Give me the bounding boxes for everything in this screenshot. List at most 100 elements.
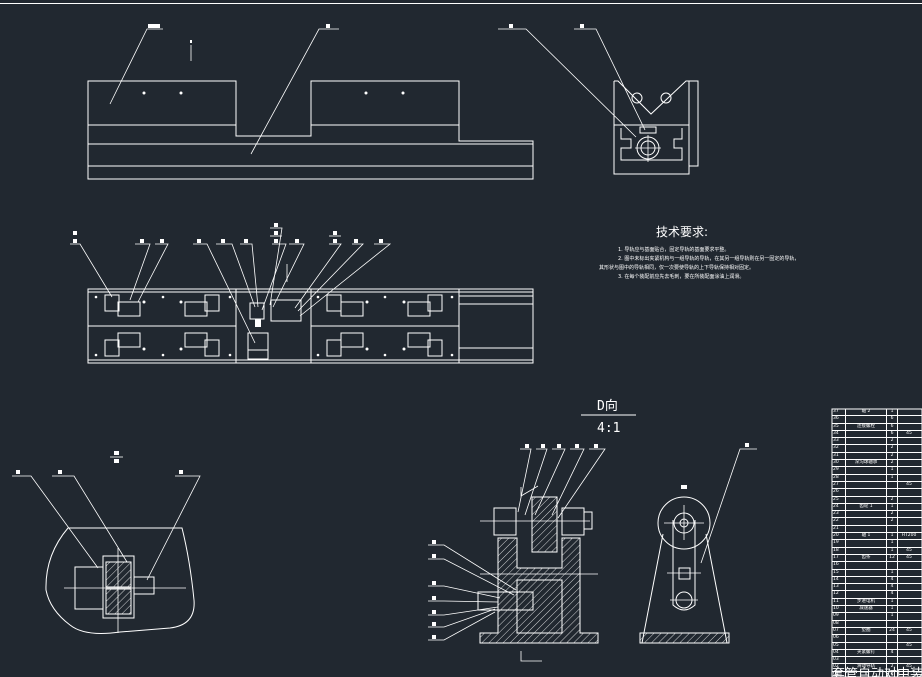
parts-list-cell-qty xyxy=(887,657,898,664)
parts-list-cell-material: 45 xyxy=(906,481,912,487)
parts-list-cell-name: 连接螺栓 xyxy=(846,423,887,430)
parts-list-cell-name: 深沟球轴承 xyxy=(846,460,887,467)
parts-list-cell-qty: 2 xyxy=(887,511,898,518)
parts-list-cell-material: 45 xyxy=(906,430,912,436)
parts-list-cell-material xyxy=(898,577,920,583)
parts-list-cell-name: 垫圈 xyxy=(846,627,887,635)
parts-list-cell-qty: 1 xyxy=(887,409,898,416)
parts-list-cell-qty: 1 xyxy=(887,467,898,474)
parts-list-cell-no: 04 xyxy=(832,649,846,657)
parts-list-cell-material xyxy=(898,497,920,503)
parts-list-cell-name: 齿条 xyxy=(846,554,887,562)
parts-list-row: 29 1 xyxy=(832,467,922,475)
parts-list-cell-no: 06 xyxy=(832,635,846,642)
parts-list-cell-no: 05 xyxy=(832,642,846,649)
parts-list-cell-no: 17 xyxy=(832,554,846,562)
parts-list-cell-no: 24 xyxy=(832,503,846,511)
parts-list-cell-material: 45 xyxy=(906,664,912,670)
parts-list-cell-qty xyxy=(887,635,898,642)
parts-list-cell-material xyxy=(898,584,920,590)
leader-line xyxy=(146,475,201,581)
parts-list-cell-material xyxy=(898,540,920,546)
parts-list-cell-no: 34 xyxy=(832,430,846,438)
parts-list-cell-name: V xyxy=(846,671,887,677)
parts-list-cell-no: 11 xyxy=(832,598,846,606)
view-scale-label: 4:1 xyxy=(597,421,621,436)
parts-list-cell-name xyxy=(846,430,887,438)
part-balloon xyxy=(58,470,62,474)
parts-list-cell-name xyxy=(846,416,887,423)
parts-list-cell-no: 08 xyxy=(832,620,846,627)
parts-list-cell-name: 滑动导轨 xyxy=(846,664,887,671)
parts-list-cell-qty: 1 xyxy=(887,503,898,511)
parts-list-cell-material xyxy=(898,445,920,451)
parts-list-cell-no: 03 xyxy=(832,657,846,664)
parts-list-cell-no: 13 xyxy=(832,584,846,591)
parts-list-cell-name: 步进电机 xyxy=(846,598,887,606)
tech-requirement-item: 其形状与图中的导轨相同，仅一次要使导轨的上下导轨保持相对固定。 xyxy=(599,265,755,271)
side-view xyxy=(498,24,699,175)
part-balloon xyxy=(148,24,160,28)
parts-list-row: 26 xyxy=(832,489,922,497)
parts-list-cell-name xyxy=(846,511,887,518)
parts-list-cell-name: 齿轮 1 xyxy=(846,503,887,511)
front-view xyxy=(87,24,534,180)
parts-list-cell-material xyxy=(898,409,920,415)
parts-list-cell-no: 07 xyxy=(832,627,846,635)
parts-list-cell-no: 19 xyxy=(832,540,846,547)
parts-list-row: 06 xyxy=(832,635,922,643)
parts-list-cell-no: 33 xyxy=(832,438,846,445)
parts-list-cell-material xyxy=(898,424,920,430)
leader-line xyxy=(250,28,339,155)
parts-list-cell-material xyxy=(898,650,920,656)
parts-list-cell-no: 35 xyxy=(832,423,846,430)
parts-list-cell-qty: 1 xyxy=(887,606,898,613)
parts-list-cell-no: 26 xyxy=(832,489,846,496)
parts-list-row: 03 xyxy=(832,657,922,665)
parts-list-cell-material: 45 xyxy=(906,547,912,553)
parts-list-cell-qty: 2 xyxy=(887,496,898,503)
parts-list-cell-material: 45 xyxy=(906,627,912,633)
parts-list-cell-qty: 1 xyxy=(887,613,898,620)
parts-list-row: 25 2 xyxy=(832,496,922,504)
parts-list-cell-no: 25 xyxy=(832,496,846,503)
parts-list-cell-qty xyxy=(887,620,898,627)
parts-list-cell-material xyxy=(898,467,920,473)
d-direction-view xyxy=(428,414,636,662)
parts-list-cell-qty: 1 xyxy=(887,474,898,481)
part-balloon xyxy=(179,470,183,474)
top-view xyxy=(70,223,534,364)
parts-list-cell-no: 18 xyxy=(832,547,846,554)
parts-list-cell-name: 减速器 xyxy=(846,606,887,613)
part-balloon xyxy=(580,24,584,28)
parts-list-cell-no: 22 xyxy=(832,518,846,525)
parts-list-cell-qty xyxy=(887,481,898,489)
part-balloon xyxy=(16,470,20,474)
parts-list-cell-no: 31 xyxy=(832,452,846,460)
parts-list-cell-material xyxy=(898,562,920,568)
parts-list-cell-name xyxy=(846,547,887,554)
parts-list-cell-qty: 6 xyxy=(887,416,898,423)
parts-list-cell-name xyxy=(846,489,887,496)
parts-list-cell-no: 27 xyxy=(832,481,846,489)
parts-list-cell-no: 28 xyxy=(832,474,846,481)
parts-list-cell-material xyxy=(898,613,920,619)
part-balloon xyxy=(326,24,330,28)
parts-list-cell-qty xyxy=(887,642,898,649)
parts-list-cell-qty: 4 xyxy=(887,671,898,677)
leader-line xyxy=(498,28,637,138)
parts-list-cell-no: 29 xyxy=(832,467,846,474)
parts-list-cell-material xyxy=(898,621,920,627)
leader-line xyxy=(52,475,128,563)
parts-list-cell-no: 30 xyxy=(832,460,846,467)
parts-list-cell-no: 21 xyxy=(832,525,846,533)
